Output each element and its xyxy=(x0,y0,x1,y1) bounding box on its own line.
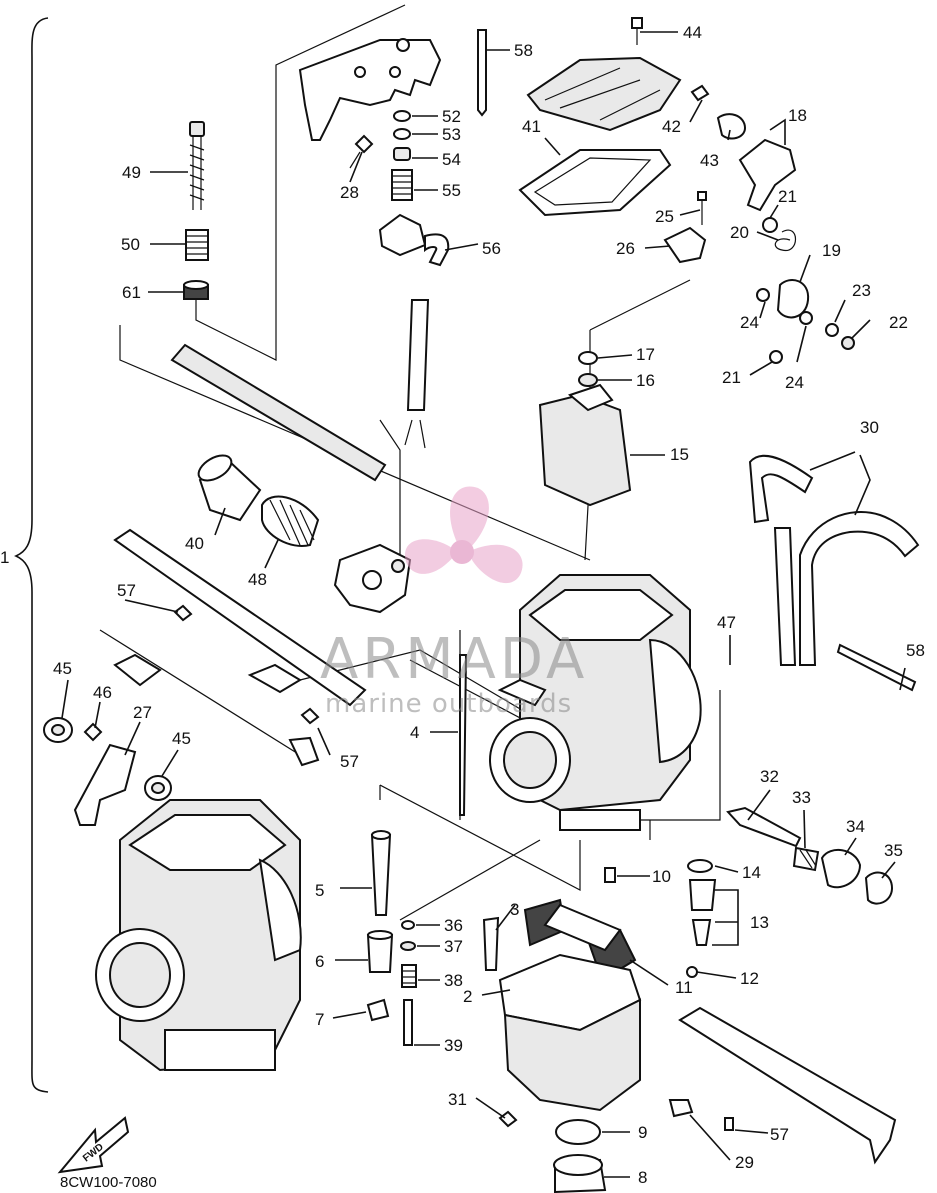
propeller-logo xyxy=(405,486,523,584)
assembly-bracket xyxy=(14,17,49,1093)
callout-47: 47 xyxy=(717,613,736,632)
callout-24b: 24 xyxy=(785,373,804,392)
callout-23: 23 xyxy=(852,281,871,300)
callout-1: 1 xyxy=(0,548,9,567)
callout-27: 27 xyxy=(133,703,152,722)
callout-9: 9 xyxy=(638,1123,647,1142)
carburetor-rear xyxy=(95,799,302,1072)
choke-linkage xyxy=(631,17,855,364)
callout-48: 48 xyxy=(248,570,267,589)
callout-41: 41 xyxy=(522,117,541,136)
callout-25: 25 xyxy=(655,207,674,226)
callout-32: 32 xyxy=(760,767,779,786)
callout-34: 34 xyxy=(846,817,865,836)
callout-10: 10 xyxy=(652,867,671,886)
callout-12: 12 xyxy=(740,969,759,988)
callout-40: 40 xyxy=(185,534,204,553)
callout-50: 50 xyxy=(121,235,140,254)
diaphragm-cover xyxy=(538,351,632,507)
vent-hoses xyxy=(748,454,920,692)
callout-54: 54 xyxy=(442,150,461,169)
callout-31: 31 xyxy=(448,1090,467,1109)
carburetor-front xyxy=(489,574,702,831)
callout-17: 17 xyxy=(636,345,655,364)
watermark-tagline: marine outboards xyxy=(325,689,572,719)
callout-46: 46 xyxy=(93,683,112,702)
callout-57b: 57 xyxy=(340,752,359,771)
callout-33: 33 xyxy=(792,788,811,807)
diagram-code: 8CW100-7080 xyxy=(60,1174,157,1191)
callout-45b: 45 xyxy=(172,729,191,748)
callout-37: 37 xyxy=(444,937,463,956)
armada-watermark: ARMADA marine outboards xyxy=(320,486,588,719)
callout-22: 22 xyxy=(889,313,908,332)
callout-43: 43 xyxy=(700,151,719,170)
pilot-screw-assembly xyxy=(183,121,209,300)
callout-29: 29 xyxy=(735,1153,754,1172)
callout-19: 19 xyxy=(822,241,841,260)
callout-26: 26 xyxy=(616,239,635,258)
callout-39: 39 xyxy=(444,1036,463,1055)
leader-lines xyxy=(61,31,906,1178)
top-cover xyxy=(477,29,682,217)
fuel-joint xyxy=(378,213,450,449)
callout-49: 49 xyxy=(122,163,141,182)
callout-4: 4 xyxy=(410,723,419,742)
callout-2: 2 xyxy=(463,987,472,1006)
callout-36: 36 xyxy=(444,916,463,935)
callout-3: 3 xyxy=(510,900,519,919)
callout-58b: 58 xyxy=(906,641,925,660)
piston-and-spring xyxy=(197,454,320,547)
callout-21b: 21 xyxy=(722,368,741,387)
callout-14: 14 xyxy=(742,863,761,882)
callout-58a: 58 xyxy=(514,41,533,60)
throttle-housing xyxy=(333,543,412,614)
callout-16: 16 xyxy=(636,371,655,390)
callout-53: 53 xyxy=(442,125,461,144)
callout-6: 6 xyxy=(315,952,324,971)
callout-5: 5 xyxy=(315,881,324,900)
callout-55: 55 xyxy=(442,181,461,200)
float-bowl-parts xyxy=(482,859,717,1112)
callout-38: 38 xyxy=(444,971,463,990)
throttle-rail xyxy=(99,528,367,767)
callout-57c: 57 xyxy=(770,1125,789,1144)
forward-arrow: FWD xyxy=(57,1116,130,1174)
idle-screw-parts xyxy=(726,806,894,905)
callout-labels: 1 2 3 4 5 6 7 8 9 10 11 12 13 14 15 16 1… xyxy=(0,23,925,1187)
callout-57a: 57 xyxy=(117,581,136,600)
watermark-brand: ARMADA xyxy=(320,627,588,692)
callout-28: 28 xyxy=(340,183,359,202)
callout-13: 13 xyxy=(750,913,769,932)
callout-15: 15 xyxy=(670,445,689,464)
callout-35: 35 xyxy=(884,841,903,860)
throttle-stop-parts xyxy=(349,110,413,201)
callout-20: 20 xyxy=(730,223,749,242)
bottom-parts xyxy=(498,1006,897,1193)
callout-7: 7 xyxy=(315,1010,324,1029)
needle-jet-parts xyxy=(366,654,468,1046)
top-bracket xyxy=(298,38,442,141)
callout-24a: 24 xyxy=(740,313,759,332)
left-lever-parts xyxy=(43,717,172,826)
callout-56: 56 xyxy=(482,239,501,258)
callout-61: 61 xyxy=(122,283,141,302)
callout-30: 30 xyxy=(860,418,879,437)
callout-11: 11 xyxy=(675,978,693,997)
callout-21a: 21 xyxy=(778,187,797,206)
callout-8: 8 xyxy=(638,1168,647,1187)
callout-45a: 45 xyxy=(53,659,72,678)
callout-18: 18 xyxy=(788,106,807,125)
connecting-rod xyxy=(170,343,387,482)
callout-52: 52 xyxy=(442,107,461,126)
callout-42: 42 xyxy=(662,117,681,136)
callout-44: 44 xyxy=(683,23,702,42)
